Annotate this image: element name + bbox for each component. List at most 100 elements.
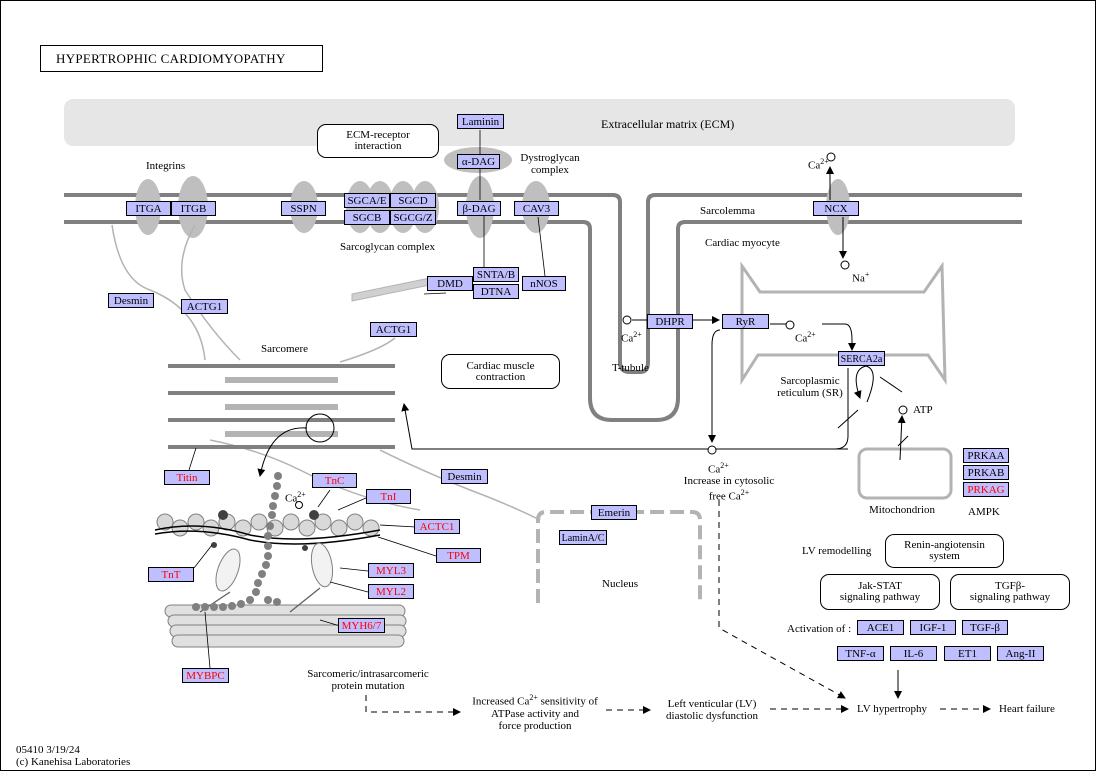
ca-top-label: Ca2+ [808,157,829,172]
cytosolic-ca-label: Ca2+ [708,461,729,476]
atp-label: ATP [913,404,933,416]
gene-mybpc[interactable]: MYBPC [182,668,229,683]
gene-sspn[interactable]: SSPN [281,201,326,216]
gene-cav3[interactable]: CAV3 [514,201,559,216]
gene-serca2a[interactable]: SERCA2a [838,351,885,366]
gene-emerin[interactable]: Emerin [591,505,637,520]
gene-sgcb[interactable]: SGCB [344,210,390,225]
sarcolemma-label: Sarcolemma [700,205,755,217]
gene-sgcd[interactable]: SGCD [390,193,436,208]
lv-dysfunction-label: Left venticular (LV) diastolic dysfuncti… [666,698,758,722]
diagram-title: HYPERTROPHIC CARDIOMYOPATHY [40,45,323,72]
ca-dhpr-node [622,315,632,325]
gene-il6[interactable]: IL-6 [890,646,937,661]
gene-itgb[interactable]: ITGB [171,201,216,216]
sarcomere-label: Sarcomere [261,343,309,355]
cardiac-myocyte-label: Cardiac myocyte [705,237,780,249]
cytosolic-ca-node [707,445,717,455]
na-in-node [840,260,850,270]
cytosolic-label: Increase in cytosolic free Ca2+ [683,475,775,503]
gene-actg1-1[interactable]: ACTG1 [181,299,228,314]
sarcoplasmic-reticulum [740,261,947,386]
activation-of-label: Activation of : [787,623,852,635]
footer-id-date: 05410 3/19/24 [16,744,80,756]
gene-alpha-dag[interactable]: α-DAG [457,154,500,169]
ca-dhpr-label: Ca2+ [621,330,642,345]
gene-tnf-alpha[interactable]: TNF-α [837,646,884,661]
footer-copyright: (c) Kanehisa Laboratories [16,756,131,768]
gene-prkag[interactable]: PRKAG [963,482,1009,497]
ca-ryr-node [785,320,795,330]
lv-hypertrophy-label: LV hypertrophy [857,703,927,715]
gene-dmd[interactable]: DMD [427,276,473,291]
mitochondrion-label: Mitochondrion [869,504,935,516]
gene-myl2[interactable]: MYL2 [368,584,414,599]
sarcoglycan-label: Sarcoglycan complex [340,241,435,253]
ecm-label: Extracellular matrix (ECM) [601,117,735,131]
map-tgfb[interactable]: TGFβ- signaling pathway [950,574,1070,610]
ca-thin-node [295,501,303,509]
ecm-region [64,99,1015,146]
gene-nnos[interactable]: nNOS [522,276,566,291]
gene-dtna[interactable]: DTNA [473,284,519,299]
sarcolemma-membrane [64,193,1022,422]
gene-sgcgz[interactable]: SGCG/Z [390,210,436,225]
gene-ryr[interactable]: RyR [722,314,769,329]
gene-dhpr[interactable]: DHPR [647,314,693,329]
gene-tgfb[interactable]: TGF-β [962,620,1008,635]
gene-desmin-2[interactable]: Desmin [441,469,488,484]
mitochondrion [857,447,953,500]
calcium-flow [401,316,909,461]
t-tubule-label: T-tubule [612,362,649,374]
troponin-complex [211,510,319,551]
gene-myl3[interactable]: MYL3 [368,563,414,578]
gene-tnc[interactable]: TnC [312,473,357,488]
gene-beta-dag[interactable]: β-DAG [457,201,501,216]
heart-failure-label: Heart failure [999,703,1055,715]
gene-myh6-7[interactable]: MYH6/7 [338,618,385,633]
gene-tnt[interactable]: TnT [148,567,194,582]
gene-sgcae[interactable]: SGCA/E [344,193,390,208]
na-label: Na+ [852,270,870,285]
myosin-heads [215,542,334,592]
map-ecm-receptor[interactable]: ECM-receptor interaction [317,124,439,158]
gene-ace1[interactable]: ACE1 [857,620,904,635]
gene-desmin-1[interactable]: Desmin [108,293,154,308]
gene-tpm[interactable]: TPM [436,548,481,563]
gene-et1[interactable]: ET1 [944,646,991,661]
gene-snta-b[interactable]: SNTA/B [473,267,519,282]
dystrophin-rod [351,277,431,302]
gene-prkaa[interactable]: PRKAA [963,448,1009,463]
nucleus-label: Nucleus [602,578,639,590]
map-jak-stat[interactable]: Jak-STAT signaling pathway [820,574,940,610]
gene-laminin[interactable]: Laminin [457,114,504,129]
ca-ryr-label: Ca2+ [795,330,816,345]
tropomyosin-strands [154,525,381,545]
map-renin-angiotensin[interactable]: Renin-angiotensin system [885,534,1004,568]
gene-actc1[interactable]: ACTC1 [414,519,460,534]
mutation-label: Sarcomeric/intrasarcomeric protein mutat… [307,668,429,692]
sr-label: Sarcoplasmic reticulum (SR) [777,375,843,399]
mybpc-beads [192,472,282,611]
ca-thin-label: Ca2+ [285,490,306,505]
gene-actg1-2[interactable]: ACTG1 [370,322,417,337]
gene-ncx[interactable]: NCX [813,201,859,216]
gene-prkab[interactable]: PRKAB [963,465,1009,480]
gene-igf1[interactable]: IGF-1 [910,620,956,635]
dystroglycan-label: Dystroglycan complex [520,152,580,176]
outcome-arrows [365,500,991,716]
gene-itga[interactable]: ITGA [126,201,171,216]
ca-out-node [826,152,836,162]
gene-titin[interactable]: Titin [164,470,210,485]
gene-tni[interactable]: TnI [366,489,411,504]
gene-lamin-ac[interactable]: LaminA/C [559,530,607,545]
titin-zoom-arrow [257,427,308,477]
lv-remodelling-label: LV remodelling [802,545,872,557]
complex-links [423,130,546,295]
map-cardiac-contraction[interactable]: Cardiac muscle contraction [441,354,560,389]
gene-ang2[interactable]: Ang-II [997,646,1044,661]
ncx-flux [826,166,847,259]
integrins-label: Integrins [146,160,186,172]
atp-node [898,405,908,415]
